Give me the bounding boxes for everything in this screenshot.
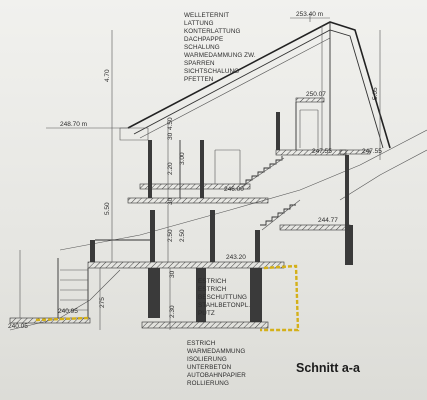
- level-stair-landing: 244.77: [318, 217, 338, 224]
- dim-value: 4.50: [167, 117, 174, 130]
- roof-layer: SPARREN: [184, 60, 215, 67]
- roof-layer: LATTUNG: [184, 20, 214, 27]
- roof-layer: PFETTEN: [184, 76, 214, 83]
- dim-value: 2.30: [169, 305, 176, 318]
- dim-total-height: 5.50: [104, 202, 111, 215]
- base-layer: ROLLIERUNG: [187, 380, 229, 387]
- floor-layer: ESTRICH: [198, 278, 227, 285]
- level-mid-floor: 246.00: [224, 186, 244, 193]
- floor-layer: ESTRICH: [198, 286, 227, 293]
- dim-value: 275: [99, 297, 106, 308]
- ground-floor: [87, 210, 285, 269]
- level-basement-left: 240.05: [8, 323, 28, 330]
- level-upper-floor: 250.07: [306, 91, 326, 98]
- dim-value: 2.50: [167, 229, 174, 242]
- level-terrace: 247.55: [362, 148, 382, 155]
- base-layer: ISOLIERUNG: [187, 356, 227, 363]
- level-ridge: 253.40 m: [296, 11, 323, 18]
- roof: [119, 21, 391, 150]
- drawing-title: Schnitt a-a: [296, 361, 361, 375]
- roof-layer: DACHPAPPE: [184, 36, 223, 43]
- stair-upper: [239, 156, 285, 189]
- level-basement: 240.95: [58, 308, 78, 315]
- stair-lower: [260, 155, 353, 265]
- dim-value: 2.20: [167, 162, 174, 175]
- dim-value: 2.50: [179, 229, 186, 242]
- base-layer: ESTRICH: [187, 340, 216, 347]
- level-ground-floor: 243.20: [226, 254, 246, 261]
- floor-layer: PUTZ: [198, 310, 215, 317]
- floor-layer: STAHLBETONPL.: [198, 302, 250, 309]
- upper-floor: [275, 97, 371, 156]
- roof-layer: SCHALUNG: [184, 44, 220, 51]
- terrain-line-lower: [9, 269, 121, 331]
- dim-value: 3.00: [179, 152, 186, 165]
- roof-layer: KONTERLATTUNG: [184, 28, 240, 35]
- highlight-foundation-left: [35, 316, 89, 322]
- level-gallery: 247.55: [312, 148, 332, 155]
- base-layer-labels: ESTRICH WARMEDAMMUNG ISOLIERUNG UNTERBET…: [187, 340, 246, 387]
- dim-right-height: 5.05: [372, 87, 379, 100]
- dim-value: 30: [169, 270, 176, 278]
- roof-layer: SICHTSCHALUNG: [184, 68, 239, 75]
- base-layer: AUTOBAHNPAPIER: [187, 372, 246, 379]
- roof-layer: WARMEDAMMUNG ZW.: [184, 52, 256, 59]
- dim-roof-height: 4.70: [104, 69, 111, 82]
- dim-value: 30: [167, 132, 174, 140]
- roof-layer-labels: WELLETERNIT LATTUNG KONTERLATTUNG DACHPA…: [184, 12, 256, 83]
- gallery-level: [127, 140, 269, 204]
- roof-layer: WELLETERNIT: [184, 12, 229, 19]
- level-eave: 248.70 m: [60, 121, 87, 128]
- level-labels: 253.40 m 248.70 m 250.07 247.55 247.55 2…: [8, 11, 382, 330]
- terrain-line-right: [339, 149, 427, 201]
- dimension-labels: 4.70 5.50 5.05 3.00 2.20 30 4.50 2.50 30…: [99, 69, 379, 318]
- floor-layer-labels: ESTRICH ESTRICH BESCHUTTUNG STAHLBETONPL…: [198, 278, 250, 317]
- floor-layer: BESCHUTTUNG: [198, 294, 247, 301]
- base-layer: WARMEDAMMUNG: [187, 348, 245, 355]
- dim-value: 30: [167, 197, 174, 205]
- highlight-foundation-right: [260, 264, 300, 332]
- dimension-lines: [46, 14, 381, 330]
- base-layer: UNTERBETON: [187, 364, 232, 371]
